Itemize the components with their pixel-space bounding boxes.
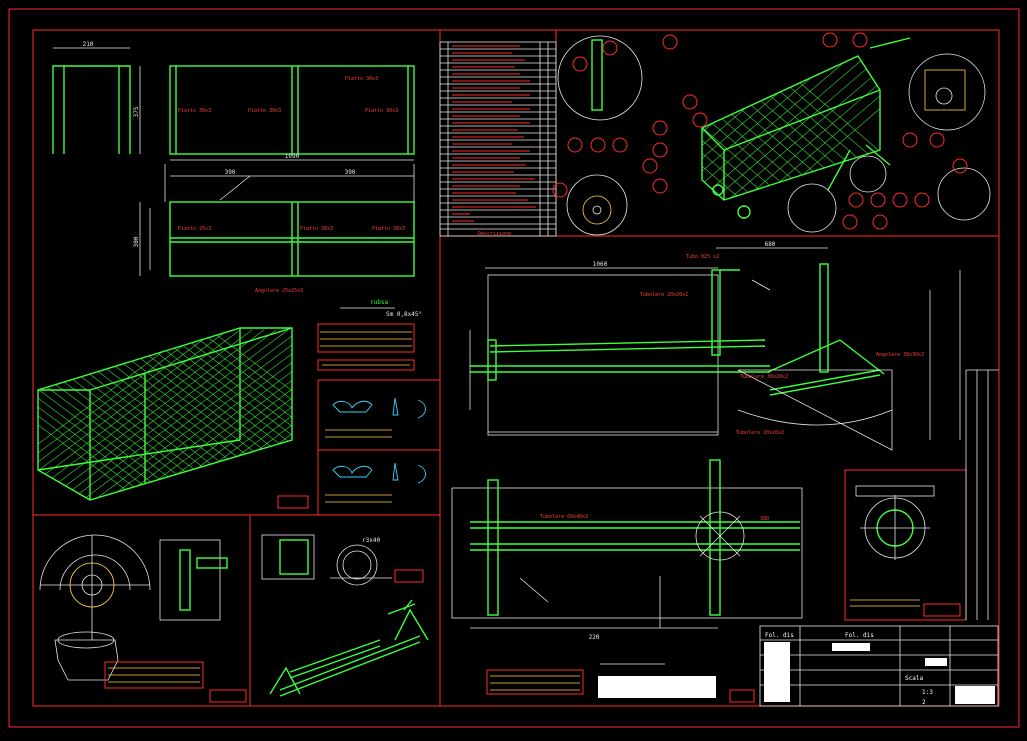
wing-nut-details — [325, 397, 426, 503]
cage-2-outline — [701, 55, 881, 201]
detail-pipe-right — [850, 485, 935, 607]
wheel-outline — [582, 195, 612, 225]
parts-list-table: Descrizione — [439, 41, 557, 237]
parts-table-rows — [440, 48, 556, 230]
cage-isometric-top-right — [552, 32, 991, 236]
section-detail: r3x40 — [261, 534, 392, 586]
callout-balloons — [552, 32, 968, 230]
cage-2-mesh — [702, 56, 880, 200]
parts-table-text-lines — [452, 45, 536, 222]
weld-note-box-2 — [317, 359, 415, 371]
detail-frame-right — [844, 469, 967, 621]
title-block-outline — [759, 625, 999, 707]
stand-front-elevation: 1060 680 Tubo 025 x2 Tubolare 20x20x2 Tu… — [469, 241, 961, 451]
section-rect — [261, 534, 315, 580]
stand-label-tubolare-3: Tubolare 30x20x2 — [740, 374, 788, 380]
stand-label-tubolare-2: Tubolare 20x20x2 — [736, 430, 784, 436]
cage-mesh — [38, 329, 292, 500]
detail-circle-wheel — [566, 174, 628, 236]
detail-circle-small — [849, 155, 887, 193]
stand-leg-1 — [769, 369, 881, 391]
view-a-label-piatto-3: Piatto 30x3 — [345, 76, 378, 82]
detail-circle-bottom-right — [937, 167, 991, 221]
view-b-dim-top-2: 390 — [345, 169, 356, 176]
title-block-scale-value: 1:3 — [922, 689, 933, 696]
weld-note-value: Sm 0,8x45° — [386, 311, 422, 318]
white-label-box — [598, 676, 716, 698]
stand-label-tubo: Tubo 025 x2 — [686, 254, 719, 260]
weld-note-symbol: rubsa — [370, 299, 388, 306]
stand-dim-680: 680 — [765, 241, 776, 248]
view-a-label-piatto-1: Piatto 30x3 — [178, 108, 211, 114]
stand-outline-box — [487, 274, 719, 436]
detail-circle-bottom-mid — [787, 183, 837, 233]
cage-isometric — [37, 327, 293, 501]
title-block-white-left — [764, 642, 790, 702]
wing-nut-1 — [332, 400, 373, 413]
stand-plan-post-right — [709, 459, 721, 616]
wing-nut-2 — [332, 465, 373, 478]
iso-beam-1 — [279, 635, 421, 691]
detail-circle-upper-right — [908, 53, 986, 131]
stand-dim-220: 220 — [589, 634, 600, 641]
view-b-label-piatto-1: Piatto 25x3 — [178, 226, 211, 232]
title-block-label-1: Fol. dis — [765, 632, 794, 639]
stand-plan-post-left — [487, 479, 499, 616]
stand-plan-circle — [695, 511, 745, 561]
view-a-elevation: 210 375 1090 Piatto 30x3 Piatto 30x3 Pia… — [52, 41, 415, 161]
view-b-label-piatto-3: Piatto 30x3 — [372, 226, 405, 232]
stand-label-380: 380 — [760, 516, 769, 522]
view-b-dim-top-1: 390 — [225, 169, 236, 176]
view-a-dim-side: 375 — [133, 106, 140, 117]
stand-upright — [711, 269, 721, 356]
stand-dim-1060: 1060 — [593, 261, 608, 268]
stand-label-tubolare-1: Tubolare 20x20x2 — [640, 292, 688, 298]
weld-note-lower — [486, 663, 716, 698]
view-a-dim-top: 210 — [83, 41, 94, 48]
weld-symbol-boxes — [104, 495, 961, 703]
title-block-label-2: Fol. dis — [845, 632, 874, 639]
disc-section — [159, 539, 221, 621]
disc-outer-arc — [39, 534, 151, 591]
view-a-label-piatto-4: Piatto 30x3 — [365, 108, 398, 114]
stand-isometric — [269, 599, 429, 697]
title-block-label-scale: Scala — [905, 675, 923, 682]
weld-note-box-1 — [317, 323, 415, 353]
view-a-dim-width: 1090 — [285, 153, 300, 160]
section-dim: r3x40 — [362, 537, 380, 544]
iso-leg-right — [394, 608, 429, 641]
sheet-inner-border — [32, 29, 1000, 707]
sheet-outer-border — [8, 8, 1020, 728]
view-a-label-piatto-2: Piatto 30x3 — [248, 108, 281, 114]
title-block: Fol. dis Fol. dis Scala 1:3 2 — [759, 625, 999, 707]
iso-beam-2 — [289, 639, 381, 673]
detail-disc — [39, 534, 228, 681]
title-block-white-right — [955, 686, 995, 704]
view-b-dim-side: 300 — [133, 236, 140, 247]
stand-plan-outline — [451, 487, 803, 619]
stand-plan-view: 220 Tubolare 60x40x2 380 — [451, 459, 803, 641]
disc-pipe-iso — [54, 639, 119, 681]
iso-leg-left — [269, 666, 301, 695]
view-a-side-profile — [52, 65, 131, 154]
weld-note-upper: rubsa Sm 0,8x45° — [317, 299, 422, 371]
stand-upright-right — [819, 263, 829, 373]
view-b-label-piatto-2: Piatto 30x3 — [300, 226, 333, 232]
view-b-label-angolare: Angolare 25x25x3 — [255, 288, 303, 294]
detail-circle-upper-left — [557, 35, 643, 121]
view-b-plan: 390 390 300 Piatto 25x3 Piatto 30x3 Piat… — [133, 164, 415, 294]
parts-table-outline — [439, 41, 557, 237]
stand-label-angolare: Angolare 30x30x3 — [876, 352, 924, 358]
title-block-sheet-no: 2 — [922, 699, 926, 706]
section-circle — [336, 544, 378, 586]
stand-label-tubolare-top: Tubolare 60x40x2 — [540, 514, 588, 520]
parts-table-header: Descrizione — [478, 231, 511, 237]
